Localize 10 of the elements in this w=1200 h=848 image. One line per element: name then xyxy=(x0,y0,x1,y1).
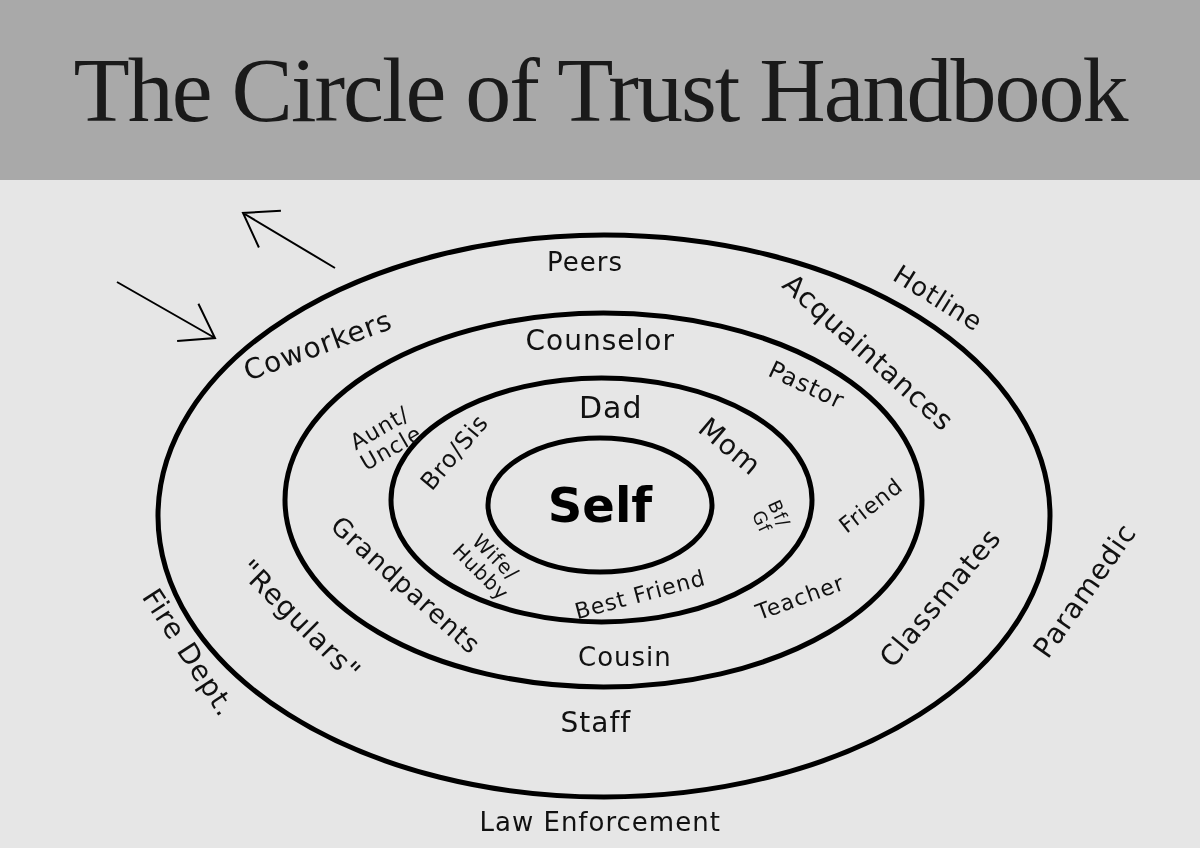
ring-label: Bf/ Gf xyxy=(746,497,793,538)
center-label: Self xyxy=(547,477,653,533)
ring-label: Best Friend xyxy=(572,565,709,623)
title-banner: The Circle of Trust Handbook xyxy=(0,0,1200,180)
ring-label: Counselor xyxy=(525,325,675,355)
outer-label: Law Enforcement xyxy=(479,808,721,836)
ring-label: Peers xyxy=(547,248,623,276)
ring-label: Cousin xyxy=(578,643,672,671)
ring-label: Staff xyxy=(560,707,632,737)
ring-label: Dad xyxy=(579,392,643,424)
